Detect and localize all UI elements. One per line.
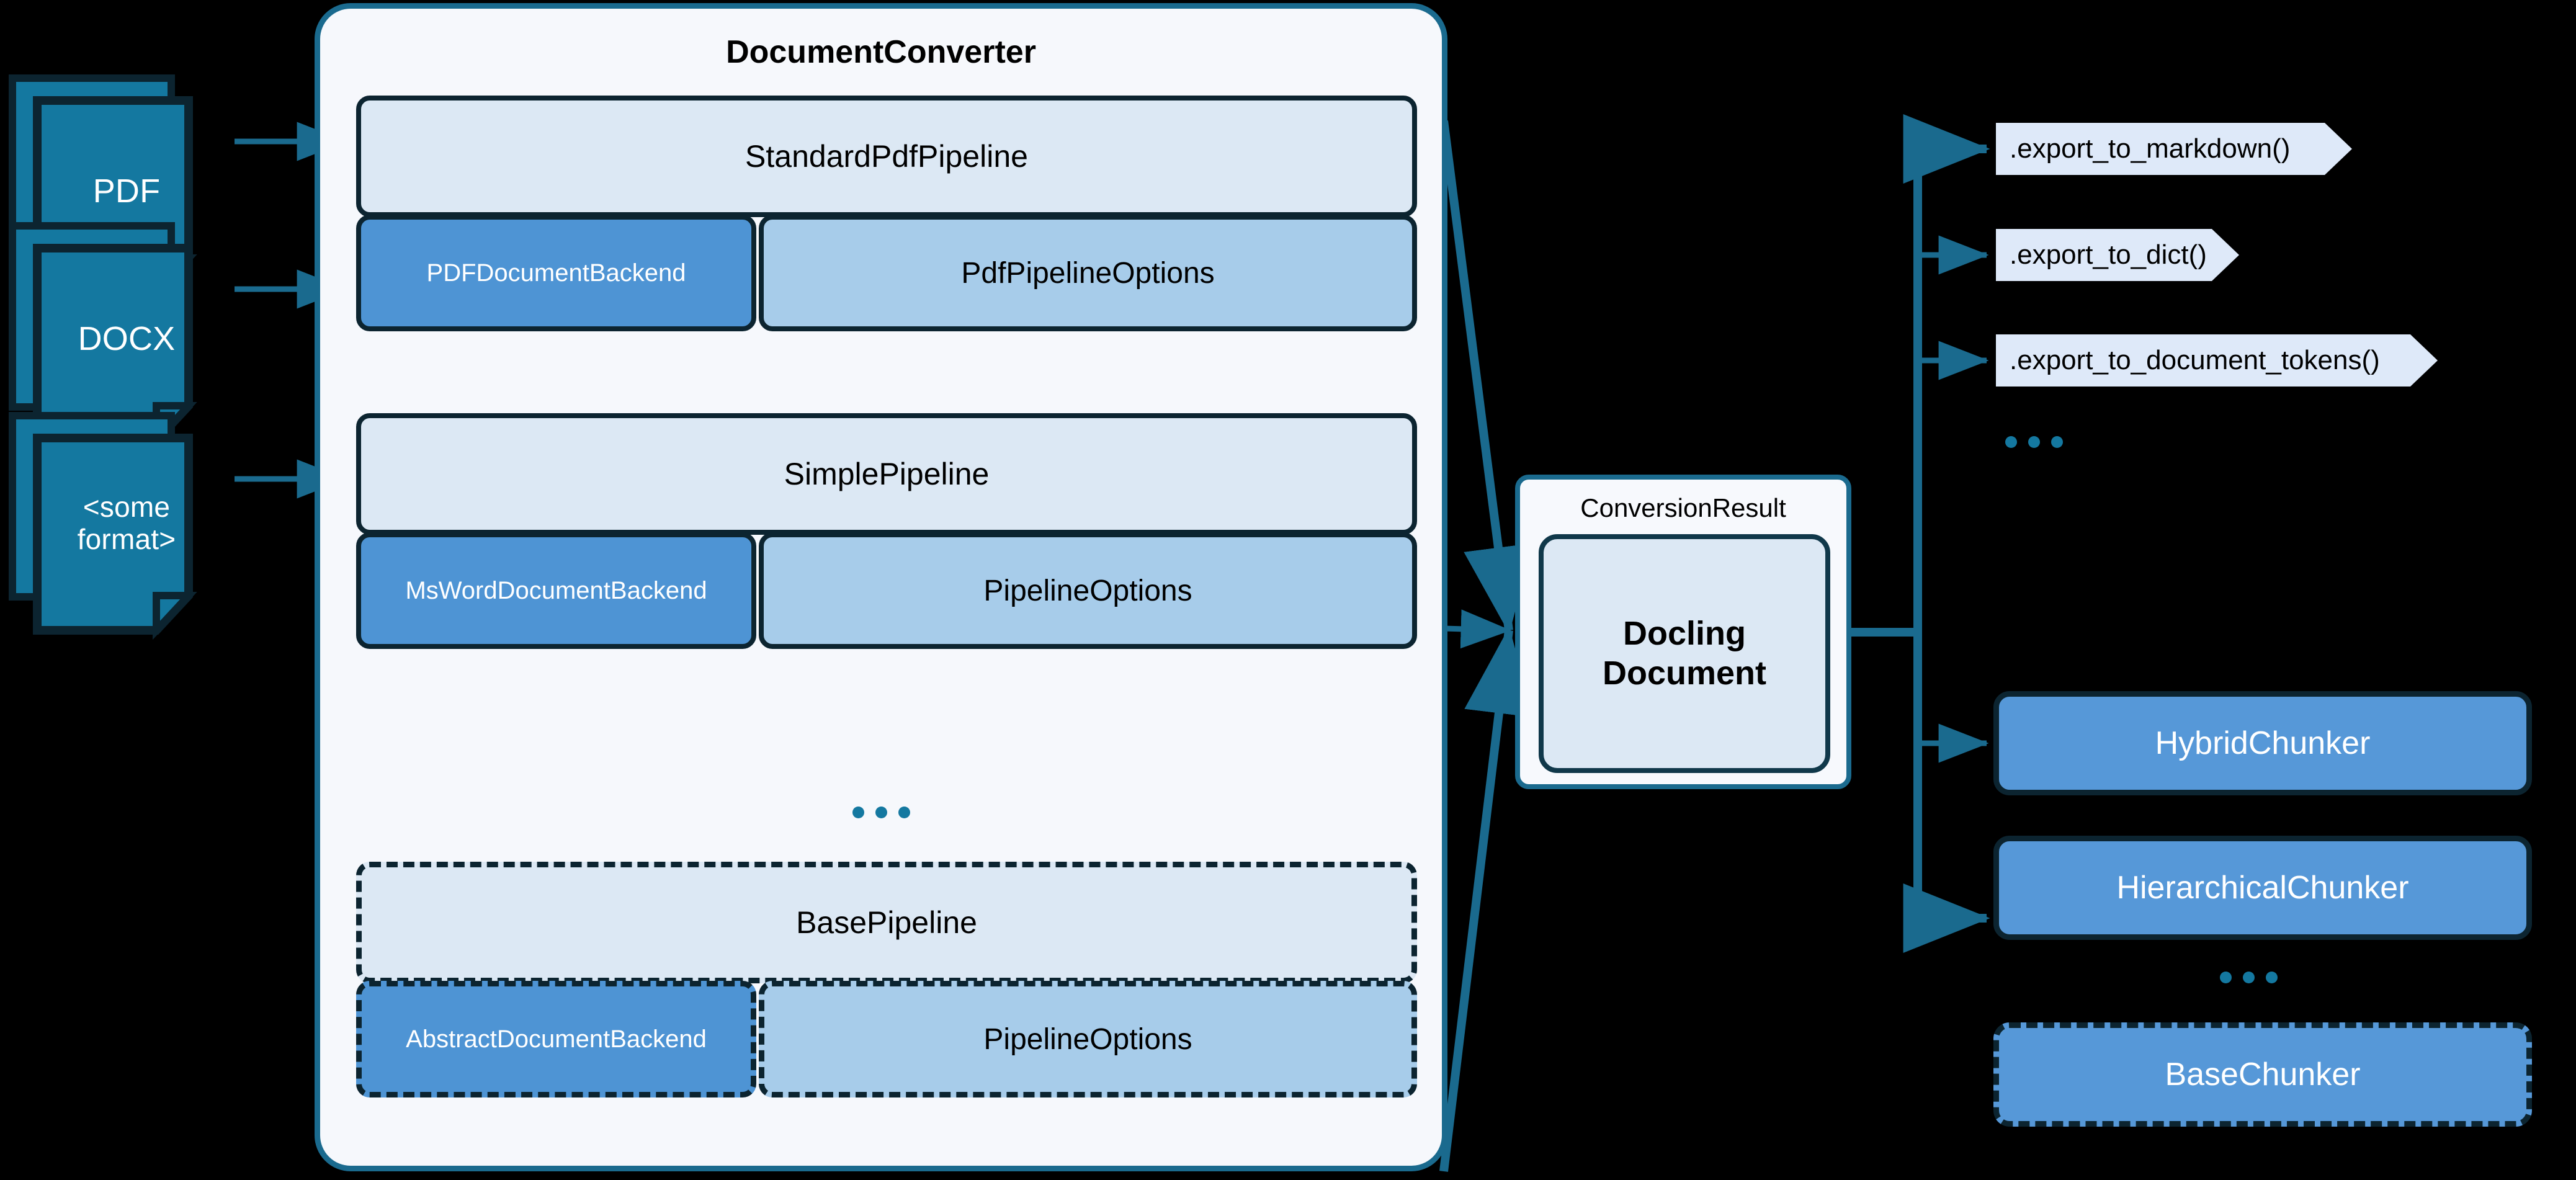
chunker-hybrid[interactable]: HybridChunker [1993,691,2532,795]
pipeline-name: SimplePipeline [356,413,1417,535]
pipeline-components: PDFDocumentBackend PdfPipelineOptions [356,215,1417,331]
pipeline-group-base[interactable]: BasePipeline AbstractDocumentBackend Pip… [356,862,1417,1097]
source-doc-other-format[interactable]: <some format> [9,400,244,648]
exports-ellipsis [2005,436,2063,451]
source-doc-docx[interactable]: DOCX [9,210,244,458]
ellipsis-dots [2005,436,2063,448]
ellipsis-dots [2220,972,2278,983]
pipeline-name: StandardPdfPipeline [356,96,1417,217]
chunkers-ellipsis [2220,972,2278,986]
pipeline-options[interactable]: PipelineOptions [759,981,1417,1097]
pipeline-backend[interactable]: AbstractDocumentBackend [356,981,757,1097]
conversion-result-container: ConversionResult Docling Document [1515,475,1851,789]
pipeline-options[interactable]: PipelineOptions [759,532,1417,649]
chunker-hierarchical[interactable]: HierarchicalChunker [1993,836,2532,940]
conversion-result-label: ConversionResult [1580,493,1786,522]
export-chip-dict[interactable]: .export_to_dict() [1996,229,2239,281]
document-converter-container: DocumentConverter StandardPdfPipeline PD… [315,3,1447,1171]
export-chip-markdown[interactable]: .export_to_markdown() [1996,123,2352,175]
pipeline-components: MsWordDocumentBackend PipelineOptions [356,532,1417,649]
pipeline-backend[interactable]: PDFDocumentBackend [356,215,757,331]
pipeline-group-standard-pdf[interactable]: StandardPdfPipeline PDFDocumentBackend P… [356,96,1417,331]
docling-document-box[interactable]: Docling Document [1539,534,1830,773]
pipeline-backend[interactable]: MsWordDocumentBackend [356,532,757,649]
pipeline-group-simple[interactable]: SimplePipeline MsWordDocumentBackend Pip… [356,413,1417,649]
pipeline-components: AbstractDocumentBackend PipelineOptions [356,981,1417,1097]
converter-ellipsis [320,807,1442,821]
ellipsis-dots [852,807,910,818]
chunker-base[interactable]: BaseChunker [1993,1022,2532,1127]
pipeline-name: BasePipeline [356,862,1417,983]
export-chip-document-tokens[interactable]: .export_to_document_tokens() [1996,334,2438,387]
page-title: DocumentConverter [726,34,1036,70]
pipeline-options[interactable]: PdfPipelineOptions [759,215,1417,331]
